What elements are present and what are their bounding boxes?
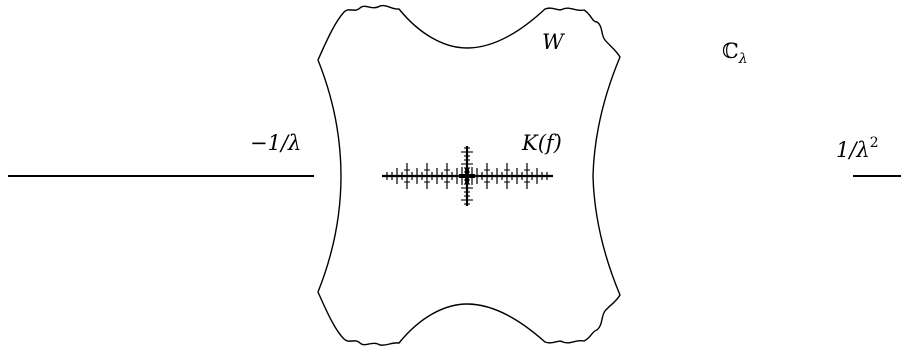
label-complex-plane-symbol: ℂ <box>722 39 739 63</box>
filled-julia-set <box>382 146 553 206</box>
label-one-over-lambda-squared: 1/λ2 <box>836 135 879 162</box>
region-w-outline <box>317 4 621 346</box>
label-minus-one-over-lambda: −1/λ <box>250 131 301 155</box>
label-complex-plane-subscript: λ <box>738 51 748 67</box>
label-w: W <box>542 30 566 54</box>
label-one-over-lambda-exponent: 2 <box>870 135 879 151</box>
label-one-over-lambda-base: 1/λ <box>836 138 870 162</box>
label-complex-plane: ℂλ <box>722 39 748 67</box>
label-k-of-f: K(f) <box>521 131 562 155</box>
